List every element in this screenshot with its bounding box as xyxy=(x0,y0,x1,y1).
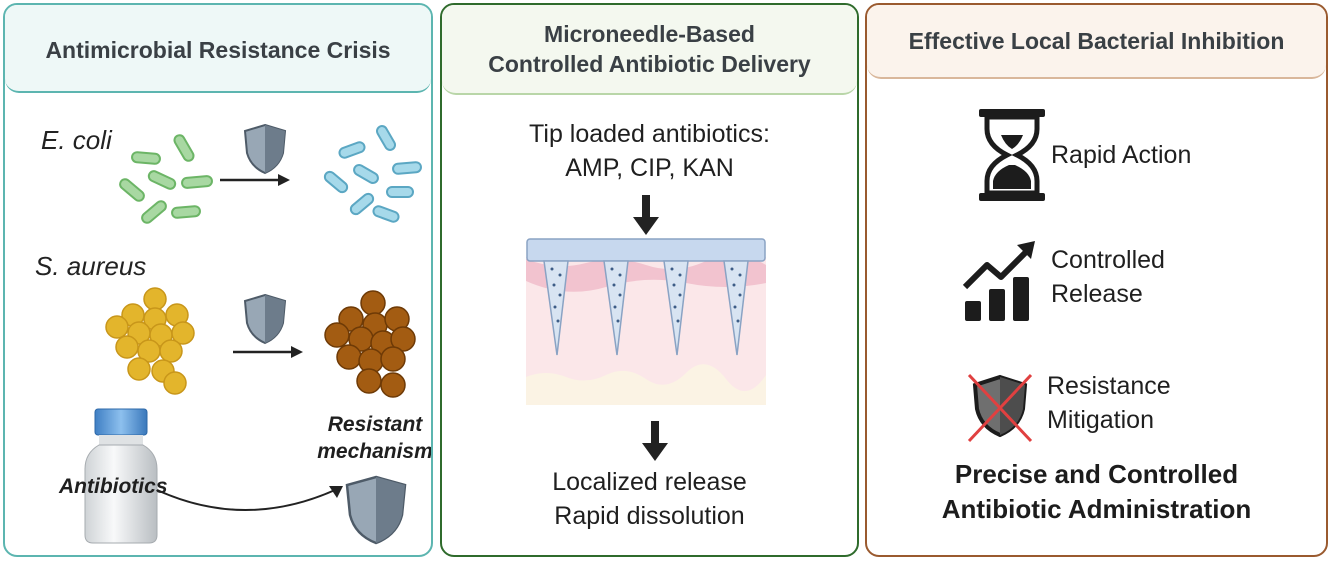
curved-arrow-icon xyxy=(156,486,343,511)
crossed-shield-icon xyxy=(967,373,1033,443)
panel-title-resistance: Antimicrobial Resistance Crisis xyxy=(5,5,431,93)
shield-icon xyxy=(345,475,407,545)
microneedle-patch-icon xyxy=(526,238,766,405)
shield-icon xyxy=(243,293,287,345)
panel-title-inhibition: Effective Local Bacterial Inhibition xyxy=(867,5,1326,79)
hourglass-icon xyxy=(979,109,1045,201)
release-text: Localized release Rapid dissolution xyxy=(552,468,747,530)
species-label-saureus: S. aureus xyxy=(35,251,147,281)
feature-resistance-mitigation: Resistance Mitigation xyxy=(1047,372,1171,434)
arrow-down-icon xyxy=(633,195,659,235)
tip-loaded-text: Tip loaded antibiotics: AMP, CIP, KAN xyxy=(529,120,770,182)
antibiotics-label: Antibiotics xyxy=(59,475,168,498)
panel-microneedle-delivery: Microneedle-Based Controlled Antibiotic … xyxy=(440,3,859,557)
ecoli-resistant-bacteria-icon xyxy=(323,125,422,223)
conclusion-text: Precise and Controlled Antibiotic Admini… xyxy=(941,459,1252,524)
ecoli-bacteria-icon xyxy=(119,134,213,224)
chart-growth-icon xyxy=(962,241,1035,321)
arrow-right-icon xyxy=(233,346,303,358)
shield-icon xyxy=(243,123,287,175)
saureus-resistant-bacteria-icon xyxy=(324,290,416,398)
panel-bacterial-inhibition: Effective Local Bacterial Inhibition Rap… xyxy=(865,3,1328,557)
arrow-right-icon xyxy=(220,174,290,186)
resistant-mechanism-label: Resistant mechanism xyxy=(317,413,433,463)
antibiotic-bottle-icon xyxy=(84,408,158,544)
feature-controlled-release: Controlled Release xyxy=(1051,246,1165,308)
panel-title-microneedle: Microneedle-Based Controlled Antibiotic … xyxy=(442,5,857,95)
species-label-ecoli: E. coli xyxy=(41,125,112,155)
saureus-bacteria-icon xyxy=(105,287,195,395)
feature-rapid-action: Rapid Action xyxy=(1051,141,1192,169)
panel-antimicrobial-resistance: Antimicrobial Resistance Crisis E. coli xyxy=(3,3,433,557)
arrow-down-icon xyxy=(642,421,668,461)
